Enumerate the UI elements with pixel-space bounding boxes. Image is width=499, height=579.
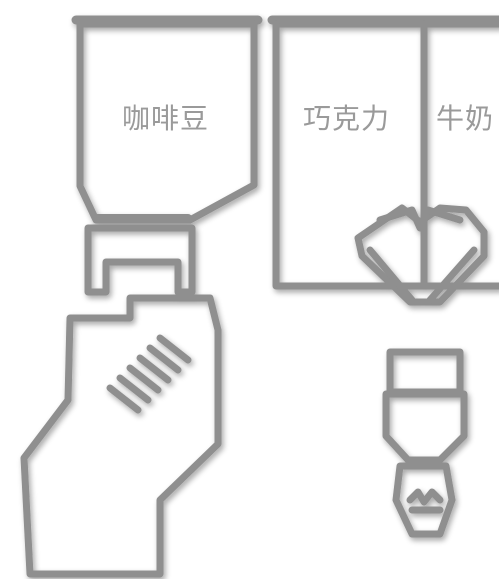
grinder-body xyxy=(20,294,222,578)
hopper-label-chocolate: 巧克力 xyxy=(303,102,390,135)
hopper-label-coffee-beans: 咖啡豆 xyxy=(122,102,209,135)
coffee-bean-hopper xyxy=(71,15,263,224)
powder-container xyxy=(267,15,499,290)
grinder-vents xyxy=(106,334,192,414)
hopper-label-milk: 牛奶 xyxy=(436,102,494,135)
grinder-coupling xyxy=(84,224,196,296)
brewing-unit xyxy=(382,348,468,538)
mixing-funnel xyxy=(354,204,488,306)
